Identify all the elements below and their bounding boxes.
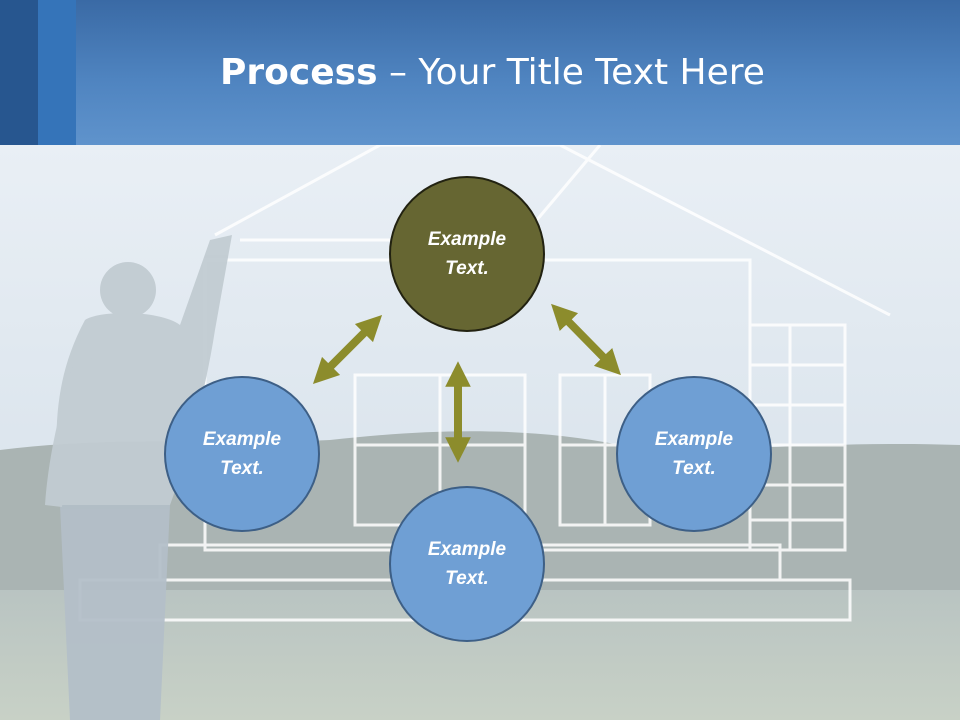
node-bottom-line2: Text.: [445, 568, 489, 589]
process-node-top: Example Text.: [389, 176, 545, 332]
slide-title: Process – Your Title Text Here: [0, 52, 960, 93]
process-node-bottom: Example Text.: [389, 486, 545, 642]
header-band: [0, 0, 960, 145]
node-right-line1: Example: [654, 429, 734, 450]
process-node-right: Example Text.: [616, 376, 772, 532]
node-left-line1: Example: [202, 429, 282, 450]
slide-title-bold: Process: [220, 52, 378, 93]
arrow-top-right: [551, 303, 621, 376]
node-bottom-line1: Example: [427, 539, 507, 560]
node-right-line2: Text.: [672, 458, 716, 479]
header-stripe-dark: [0, 0, 38, 145]
process-node-left: Example Text.: [164, 376, 320, 532]
node-top-line1: Example: [427, 229, 507, 250]
header-stripe-mid: [38, 0, 76, 145]
node-top-line2: Text.: [445, 258, 489, 279]
slide-title-rest: – Your Title Text Here: [377, 52, 765, 93]
arrow-top-left: [312, 314, 383, 385]
node-left-line2: Text.: [220, 458, 264, 479]
